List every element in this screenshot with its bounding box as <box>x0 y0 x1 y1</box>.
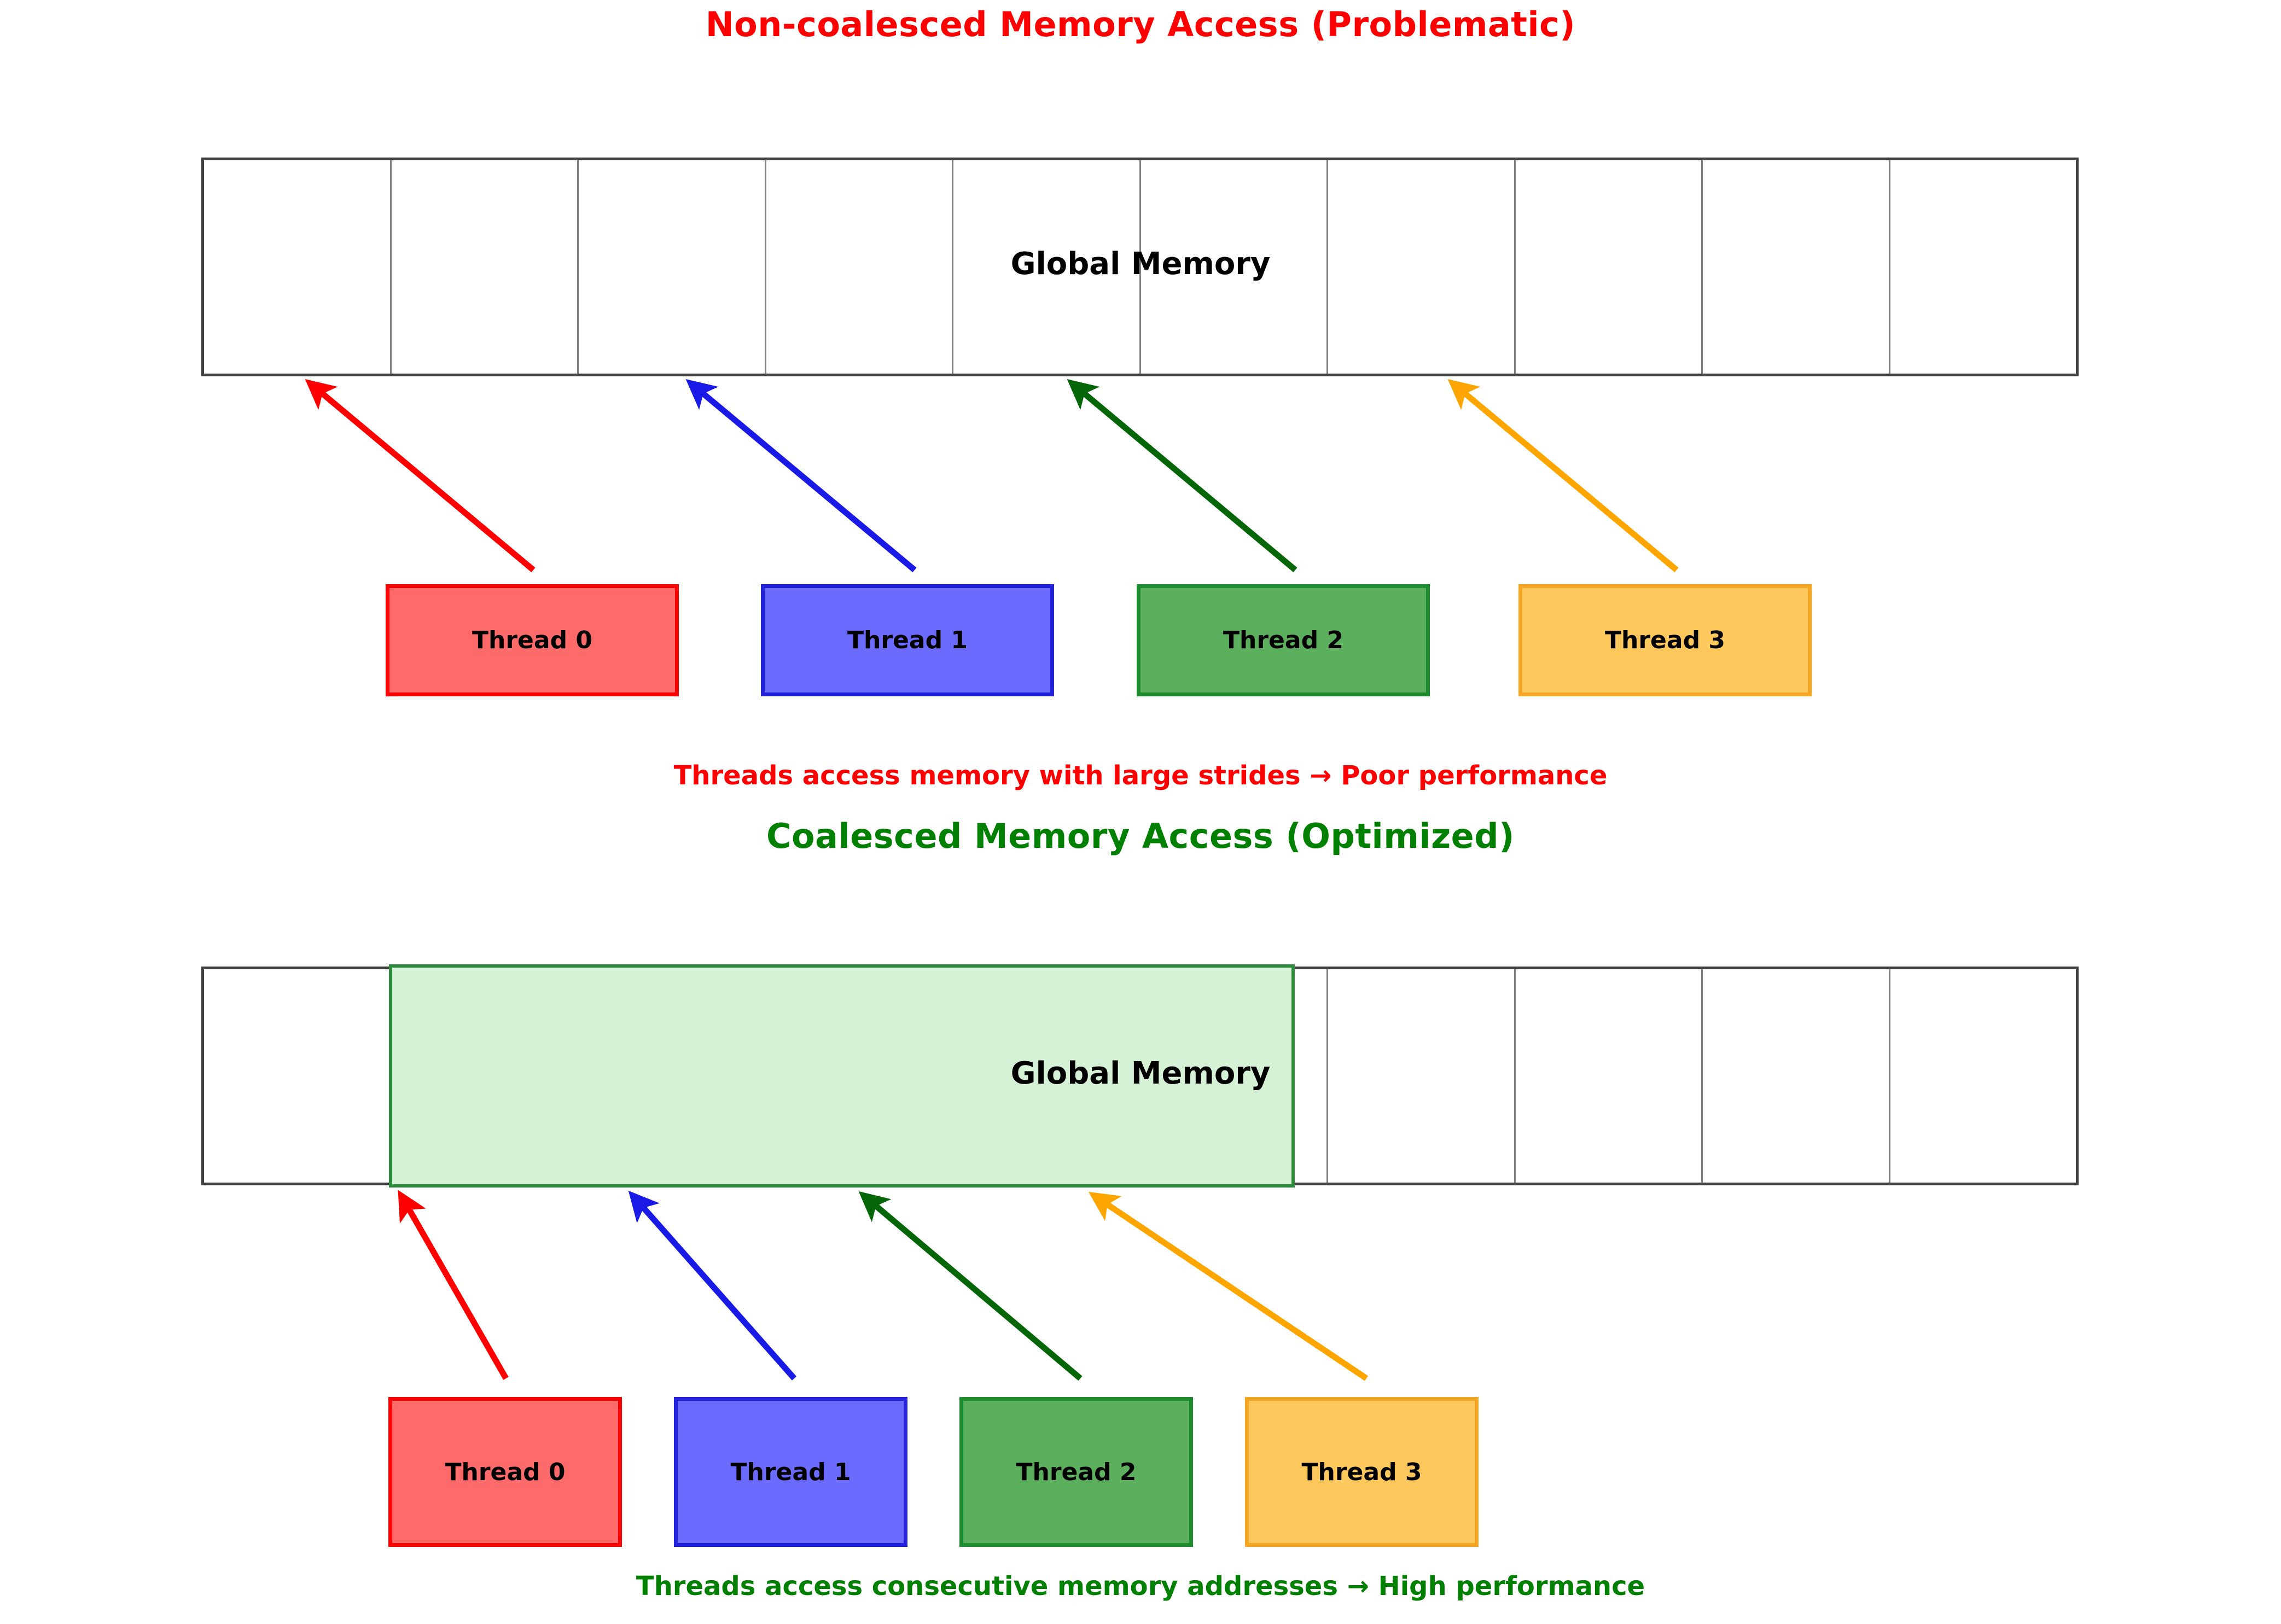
memory-cell <box>1703 160 1890 374</box>
memory-cell <box>1515 160 1703 374</box>
memory-cell <box>1515 969 1703 1183</box>
thread-box-label: Thread 0 <box>472 626 592 654</box>
arrow-thread-0-noncoalesced <box>305 379 536 573</box>
memory-cell <box>1703 969 1890 1183</box>
arrow-thread-2-coalesced <box>858 1191 1083 1381</box>
thread-box-label: Thread 0 <box>445 1458 566 1486</box>
thread-box-2-noncoalesced[interactable]: Thread 2 <box>1137 584 1430 696</box>
coalesced-section-title: Coalesced Memory Access (Optimized) <box>766 816 1515 856</box>
memory-cell <box>579 160 766 374</box>
thread-box-0-coalesced[interactable]: Thread 0 <box>388 1397 622 1547</box>
noncoalesced-section-title: Non-coalesced Memory Access (Problematic… <box>705 4 1576 44</box>
thread-box-3-noncoalesced[interactable]: Thread 3 <box>1518 584 1812 696</box>
memory-cell <box>766 160 953 374</box>
thread-box-label: Thread 2 <box>1016 1458 1137 1486</box>
coalesced-access-highlight <box>389 964 1295 1188</box>
memory-cell <box>204 969 392 1183</box>
memory-cell <box>1140 160 1328 374</box>
memory-cell <box>1328 969 1516 1183</box>
arrow-thread-3-noncoalesced <box>1447 379 1679 573</box>
arrow-thread-0-coalesced <box>398 1190 509 1380</box>
memory-cell <box>1328 160 1516 374</box>
thread-box-label: Thread 3 <box>1301 1458 1422 1486</box>
memory-cell <box>953 160 1141 374</box>
memory-cell <box>1890 160 2076 374</box>
thread-box-label: Thread 1 <box>730 1458 851 1486</box>
global-memory-strip-noncoalesced <box>201 158 2079 376</box>
coalesced-caption: Threads access consecutive memory addres… <box>636 1571 1645 1602</box>
arrow-thread-2-noncoalesced <box>1067 379 1297 573</box>
noncoalesced-caption: Threads access memory with large strides… <box>673 760 1608 791</box>
arrow-thread-3-coalesced <box>1088 1191 1369 1381</box>
thread-box-1-noncoalesced[interactable]: Thread 1 <box>761 584 1054 696</box>
arrow-thread-1-coalesced <box>628 1190 797 1381</box>
thread-box-0-noncoalesced[interactable]: Thread 0 <box>386 584 679 696</box>
thread-box-label: Thread 1 <box>847 626 968 654</box>
thread-box-label: Thread 2 <box>1223 626 1343 654</box>
thread-box-label: Thread 3 <box>1605 626 1725 654</box>
memory-cell <box>204 160 392 374</box>
arrow-thread-1-noncoalesced <box>685 379 917 573</box>
thread-box-3-coalesced[interactable]: Thread 3 <box>1245 1397 1479 1547</box>
thread-box-1-coalesced[interactable]: Thread 1 <box>674 1397 907 1547</box>
memory-cell <box>391 160 579 374</box>
memory-cell <box>1890 969 2076 1183</box>
thread-box-2-coalesced[interactable]: Thread 2 <box>959 1397 1193 1547</box>
